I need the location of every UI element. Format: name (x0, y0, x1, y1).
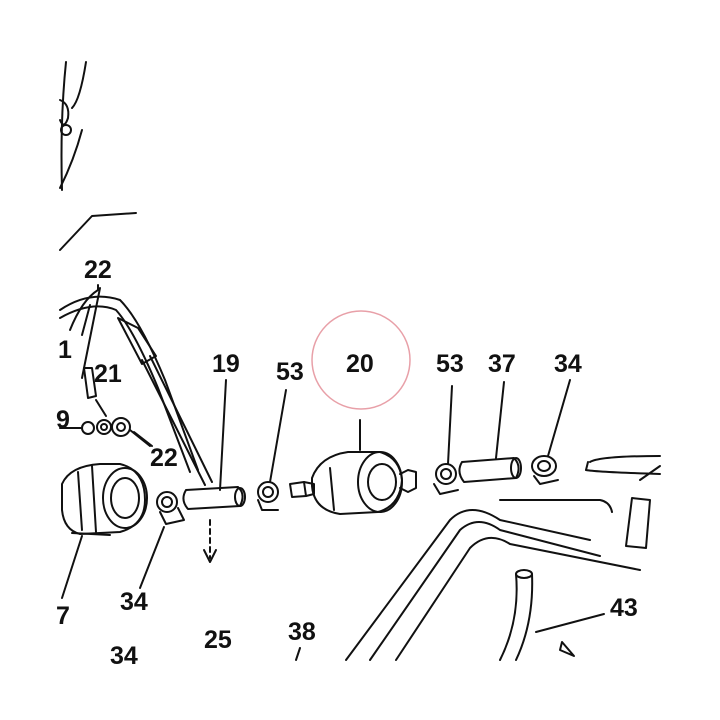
fuel-filter-shape (311, 419, 417, 515)
leader-38 (295, 647, 301, 661)
callout-34-bottom: 34 (110, 642, 138, 670)
bracket-tubes (345, 455, 661, 661)
callout-43: 43 (610, 594, 638, 622)
clamp-53-right-shape (433, 385, 459, 495)
filter-inlet-nipple (289, 481, 315, 498)
leader-22-bottom (133, 431, 153, 447)
highlight-circle (311, 310, 411, 410)
hose-37-shape (458, 381, 522, 483)
pump-housing (61, 463, 148, 599)
tube-43-shape (499, 569, 605, 661)
callout-20: 20 (346, 350, 374, 378)
callout-34-left: 34 (120, 588, 148, 616)
clamp-34-left-shape (139, 491, 185, 589)
frame-outline (59, 61, 137, 251)
callout-53-right: 53 (436, 350, 464, 378)
hose-19-shape (182, 379, 246, 563)
callout-37: 37 (488, 350, 516, 378)
callout-34-right: 34 (554, 350, 582, 378)
callout-22-top: 22 (84, 256, 112, 284)
callout-38: 38 (288, 618, 316, 646)
clamp-53-left-shape (257, 389, 287, 511)
callout-53-left: 53 (276, 358, 304, 386)
fuel-line-bundle (59, 284, 213, 486)
callout-22-bottom: 22 (150, 444, 178, 472)
callout-9-edge: 9 (56, 406, 70, 434)
callout-1-edge: 1 (58, 336, 72, 364)
callout-7-edge: 7 (56, 602, 70, 630)
callout-25: 25 (204, 626, 232, 654)
clamp-34-right-shape (531, 379, 571, 485)
callout-21: 21 (94, 360, 122, 388)
callout-19: 19 (212, 350, 240, 378)
